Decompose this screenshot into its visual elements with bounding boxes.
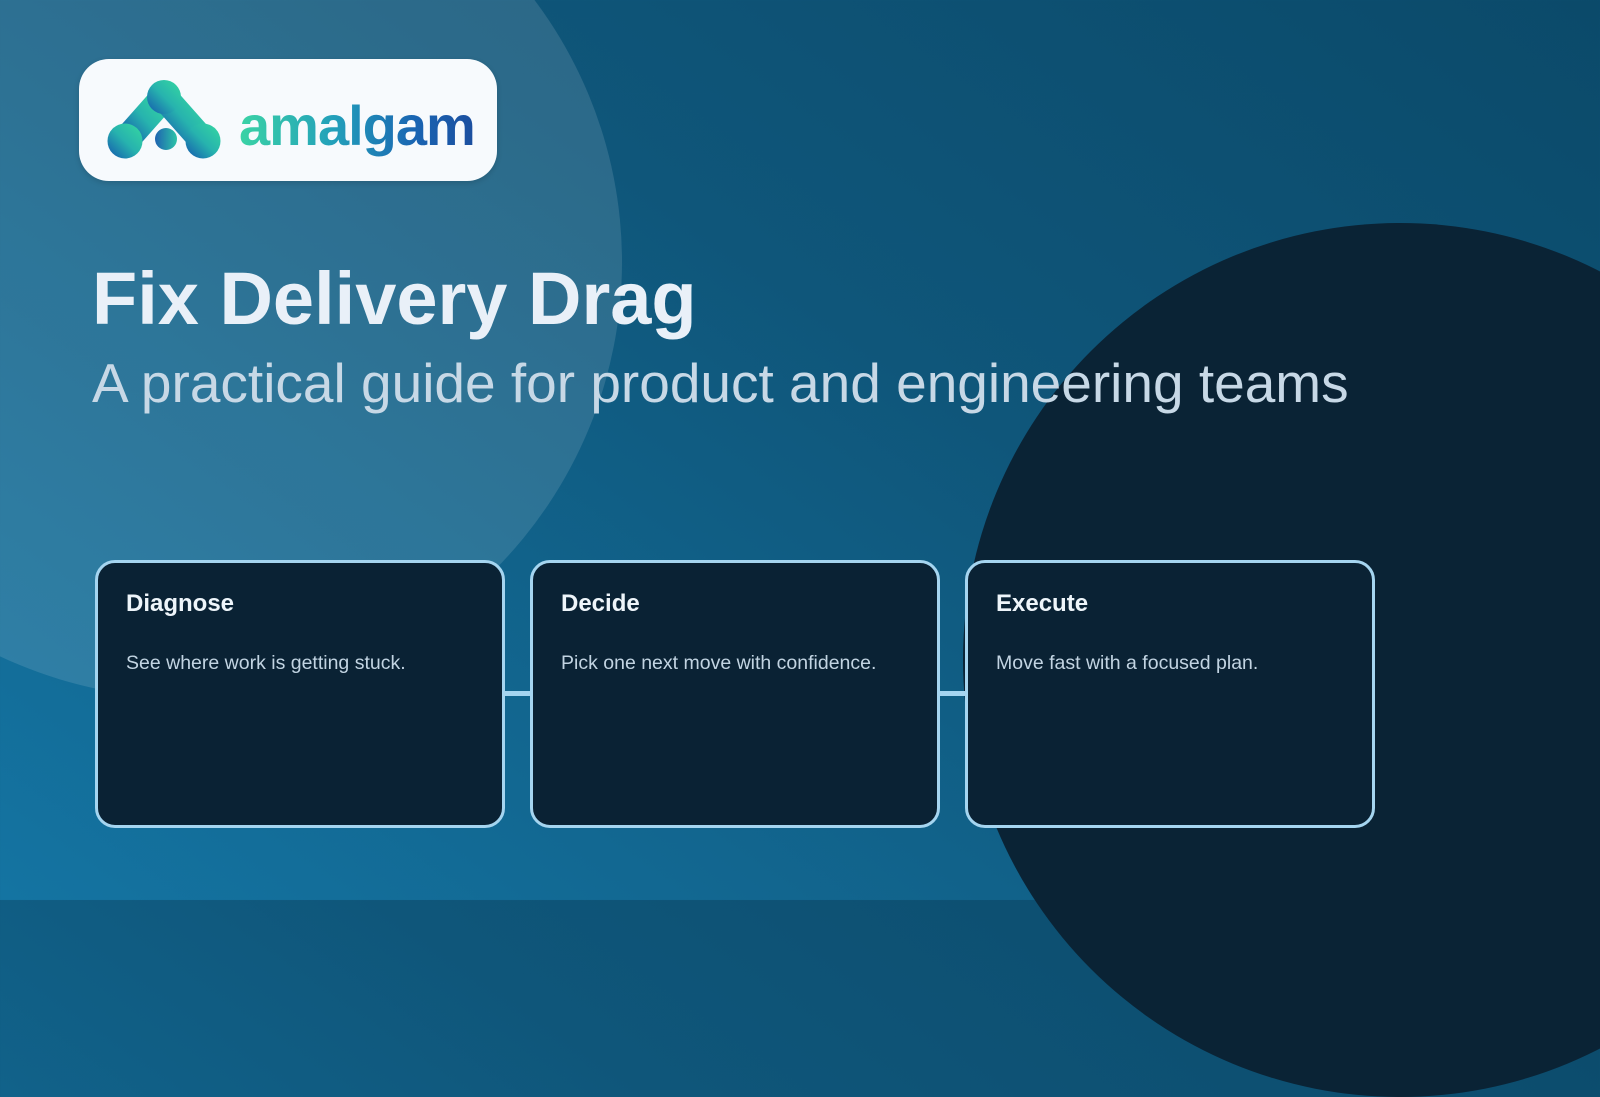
brand-wordmark: amalgam [239,93,476,157]
molecule-logo-icon [107,80,221,159]
step-description: Pick one next move with confidence. [561,652,877,674]
step-description: See where work is getting stuck. [126,652,406,674]
step-card-decide: Decide Pick one next move with confidenc… [530,560,940,828]
step-title: Execute [996,590,1089,617]
step-title: Decide [561,590,640,617]
step-card-diagnose: Diagnose See where work is getting stuck… [95,560,505,828]
page-title: Fix Delivery Drag [92,257,697,340]
page-subtitle: A practical guide for product and engine… [92,352,1349,414]
steps-flow: Diagnose See where work is getting stuck… [95,560,1375,828]
brand-logo-card: amalgam [79,59,497,181]
step-connector-line [505,691,530,696]
step-title: Diagnose [126,590,235,617]
step-card-execute: Execute Move fast with a focused plan. [965,560,1375,828]
step-description: Move fast with a focused plan. [996,652,1259,674]
step-connector-line [940,691,965,696]
